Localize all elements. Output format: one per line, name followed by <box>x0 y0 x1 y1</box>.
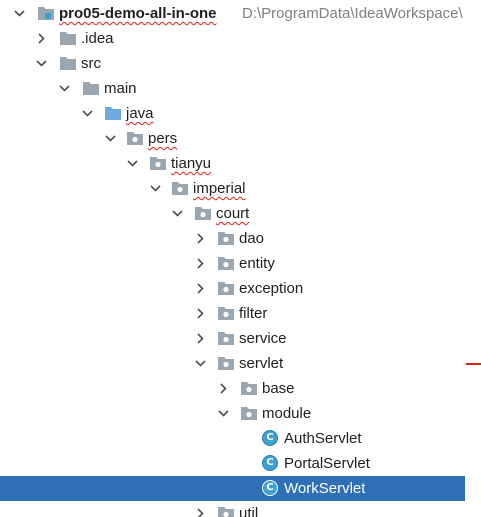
chevron-down-icon[interactable] <box>104 132 117 145</box>
package-icon <box>241 407 257 420</box>
folder-icon <box>60 57 76 70</box>
project-name: pro05-demo-all-in-one <box>59 5 217 22</box>
chevron-right-icon[interactable] <box>35 32 48 45</box>
tree-row-auth-servlet[interactable]: C AuthServlet <box>0 426 465 451</box>
tree-label-portal-servlet: PortalServlet <box>284 455 370 472</box>
project-path: D:\ProgramData\IdeaWorkspace\ <box>242 5 463 22</box>
chevron-down-icon[interactable] <box>126 157 139 170</box>
package-icon <box>150 157 166 170</box>
tree-label-base: base <box>262 380 295 397</box>
tree-label-idea: .idea <box>81 30 114 47</box>
tree-row-exception[interactable]: exception <box>0 276 465 301</box>
tree-row-java[interactable]: java <box>0 101 465 126</box>
package-icon <box>218 282 234 295</box>
tree-row-idea[interactable]: .idea <box>0 26 465 51</box>
tree-row-tianyu[interactable]: tianyu <box>0 151 465 176</box>
chevron-right-icon[interactable] <box>194 257 207 270</box>
java-class-icon: C <box>262 455 278 471</box>
tree-label-util: util <box>239 505 259 517</box>
package-icon <box>218 357 234 370</box>
tree-row-main[interactable]: main <box>0 76 465 101</box>
vertical-scrollbar[interactable] <box>465 0 481 517</box>
tree-label-servlet: servlet <box>239 355 284 372</box>
chevron-right-icon[interactable] <box>194 307 207 320</box>
chevron-down-icon[interactable] <box>194 357 207 370</box>
package-icon <box>172 182 188 195</box>
tree-row-project[interactable]: pro05-demo-all-in-one D:\ProgramData\Ide… <box>0 1 465 26</box>
chevron-down-icon[interactable] <box>35 57 48 70</box>
package-icon <box>241 382 257 395</box>
tree-label-work-servlet: WorkServlet <box>284 480 366 497</box>
package-icon <box>218 332 234 345</box>
tree-label-filter: filter <box>239 305 268 322</box>
chevron-down-icon[interactable] <box>58 82 71 95</box>
chevron-right-icon[interactable] <box>194 507 207 517</box>
package-icon <box>195 207 211 220</box>
chevron-down-icon[interactable] <box>217 407 230 420</box>
folder-icon <box>60 32 76 45</box>
tree-row-court[interactable]: court <box>0 201 465 226</box>
chevron-right-icon[interactable] <box>194 232 207 245</box>
tree-row-dao[interactable]: dao <box>0 226 465 251</box>
tree-row-portal-servlet[interactable]: C PortalServlet <box>0 451 465 476</box>
module-icon <box>38 7 54 20</box>
tree-row-entity[interactable]: entity <box>0 251 465 276</box>
chevron-down-icon[interactable] <box>81 107 94 120</box>
tree-label-exception: exception <box>239 280 304 297</box>
tree-label-tianyu: tianyu <box>171 155 212 172</box>
chevron-down-icon[interactable] <box>13 7 26 20</box>
package-icon <box>218 507 234 517</box>
tree-row-work-servlet-selected[interactable]: C WorkServlet <box>0 476 465 501</box>
chevron-right-icon[interactable] <box>194 282 207 295</box>
tree-label-pers: pers <box>148 130 178 147</box>
package-icon <box>218 232 234 245</box>
tree-label-auth-servlet: AuthServlet <box>284 430 362 447</box>
tree-row-servlet[interactable]: servlet <box>0 351 465 376</box>
tree-row-service[interactable]: service <box>0 326 465 351</box>
tree-row-base[interactable]: base <box>0 376 465 401</box>
package-icon <box>218 257 234 270</box>
chevron-right-icon[interactable] <box>217 382 230 395</box>
tree-label-main: main <box>104 80 137 97</box>
tree-row-util[interactable]: util <box>0 501 465 517</box>
tree-row-imperial[interactable]: imperial <box>0 176 465 201</box>
package-icon <box>127 132 143 145</box>
chevron-down-icon[interactable] <box>171 207 184 220</box>
java-class-icon: C <box>262 430 278 446</box>
tree-label-src: src <box>81 55 101 72</box>
tree-label-dao: dao <box>239 230 265 247</box>
tree-label-module: module <box>262 405 312 422</box>
tree-label-entity: entity <box>239 255 275 272</box>
source-root-folder-icon <box>105 107 121 120</box>
tree-label-service: service <box>239 330 287 347</box>
tree-row-filter[interactable]: filter <box>0 301 465 326</box>
folder-icon <box>83 82 99 95</box>
error-stripe-marker[interactable] <box>466 363 481 365</box>
tree-label-court: court <box>216 205 250 222</box>
tree-label-imperial: imperial <box>193 180 246 197</box>
tree-row-pers[interactable]: pers <box>0 126 465 151</box>
tree-label-java: java <box>126 105 154 122</box>
chevron-down-icon[interactable] <box>149 182 162 195</box>
tree-row-module[interactable]: module <box>0 401 465 426</box>
chevron-right-icon[interactable] <box>194 332 207 345</box>
package-icon <box>218 307 234 320</box>
java-class-icon: C <box>262 480 278 496</box>
tree-row-src[interactable]: src <box>0 51 465 76</box>
